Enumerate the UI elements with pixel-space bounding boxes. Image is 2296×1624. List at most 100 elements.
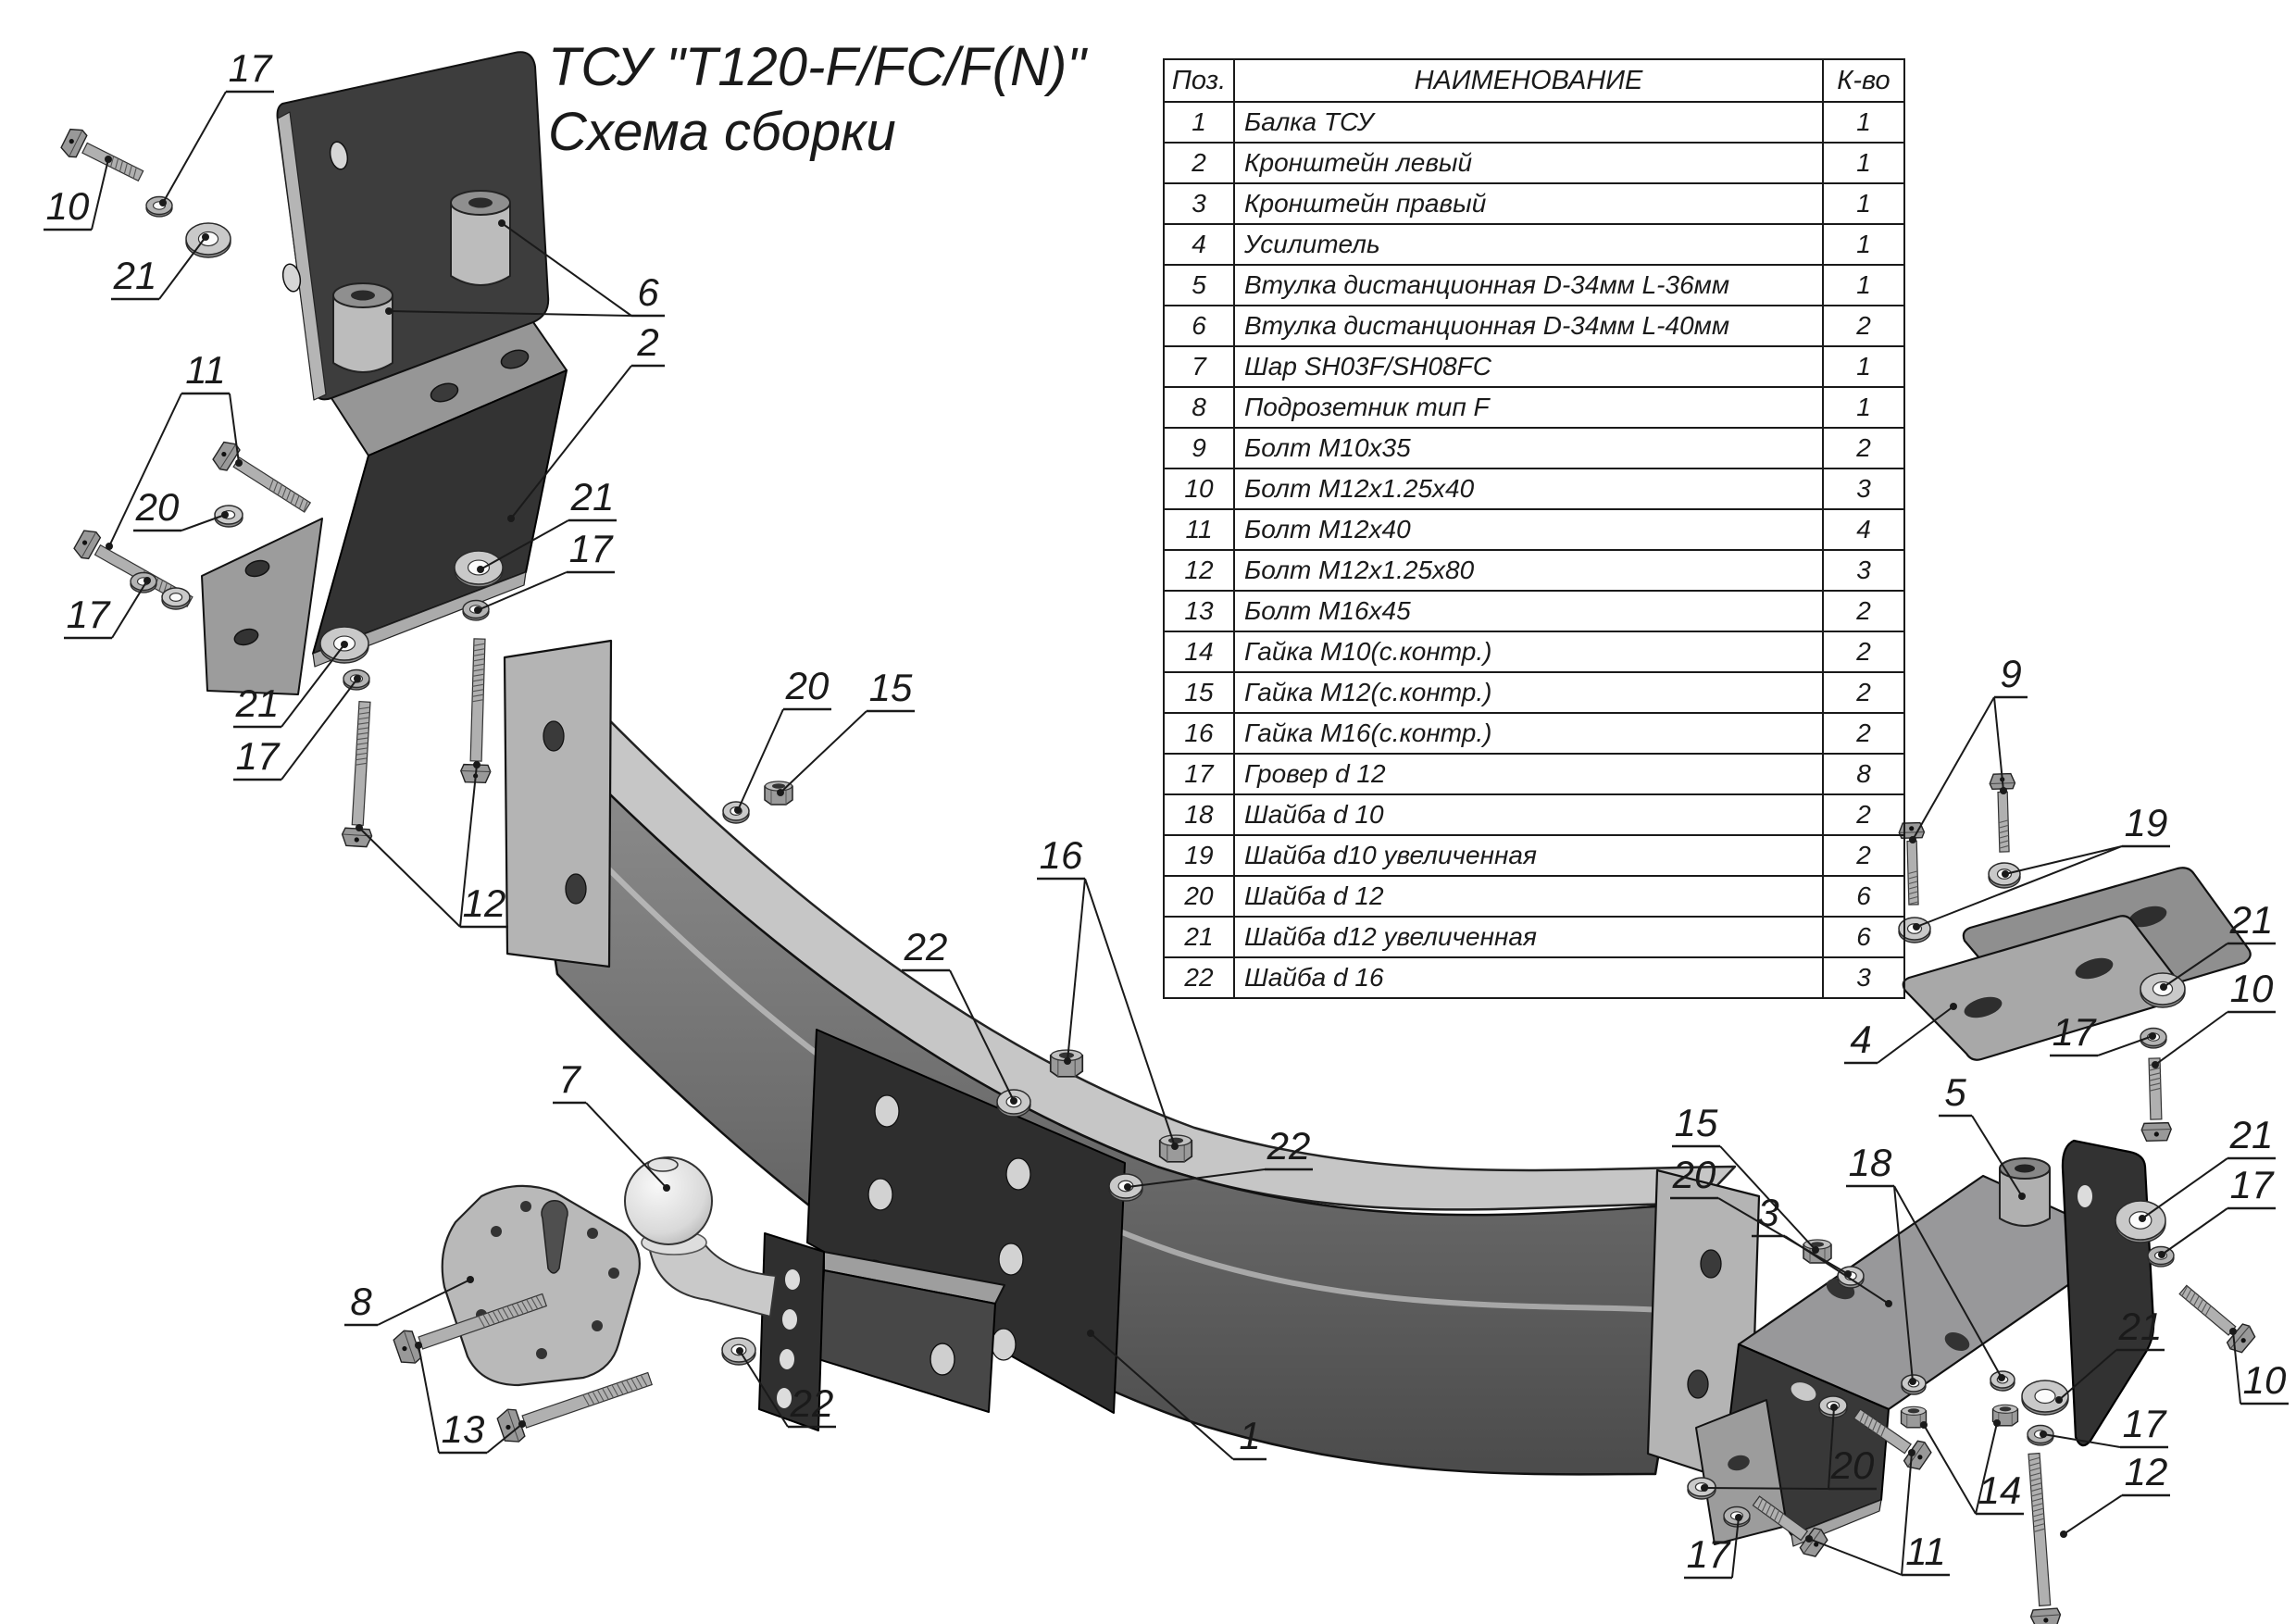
callout-number: 21 xyxy=(570,475,615,518)
callout-20: 20 xyxy=(1670,1153,1852,1278)
parts-table-cell: 7 xyxy=(1163,345,1235,388)
parts-table-cell: 8 xyxy=(1163,386,1235,429)
parts-table-cell: Гайка М10(с.контр.) xyxy=(1233,631,1824,673)
callout-number: 15 xyxy=(1675,1101,1718,1144)
parts-table-cell: Шайба d 16 xyxy=(1233,956,1824,999)
callout-number: 20 xyxy=(135,485,180,529)
parts-table-cell: 2 xyxy=(1822,793,1905,836)
callout-21: 21 xyxy=(2160,898,2276,991)
bolt xyxy=(2178,1284,2256,1354)
parts-table-cell: 8 xyxy=(1822,753,1905,795)
parts-table-cell: 2 xyxy=(1822,305,1905,347)
callout-number: 10 xyxy=(2230,967,2274,1010)
parts-table-cell: Втулка дистанционная D-34мм L-36мм xyxy=(1233,264,1824,306)
callout-number: 21 xyxy=(2229,898,2274,942)
left-bracket-part xyxy=(201,51,568,695)
callout-number: 21 xyxy=(2229,1113,2274,1156)
parts-table-cell: 16 xyxy=(1163,712,1235,755)
parts-table-cell: 6 xyxy=(1822,916,1905,958)
callout-13: 13 xyxy=(415,1342,526,1455)
callout-number: 22 xyxy=(790,1381,834,1425)
parts-table-cell: 1 xyxy=(1822,101,1905,144)
callout-21: 21 xyxy=(233,641,348,729)
drawing-title: ТСУ "Т120-F/FC/F(N)" xyxy=(548,37,1088,97)
parts-table-cell: 4 xyxy=(1822,508,1905,551)
callout-4: 4 xyxy=(1844,1003,1957,1065)
callout-number: 21 xyxy=(113,254,157,297)
parts-table-cell: Гайка М16(с.контр.) xyxy=(1233,712,1824,755)
parts-table-cell: 2 xyxy=(1822,427,1905,469)
header-qty: К-во xyxy=(1822,58,1905,103)
beam-part xyxy=(503,639,1761,1489)
header-pos: Поз. xyxy=(1163,58,1235,103)
callout-number: 21 xyxy=(2118,1305,2163,1348)
washer xyxy=(2021,1380,2069,1416)
parts-table-cell: 18 xyxy=(1163,793,1235,836)
socket-plate-part xyxy=(441,1184,641,1387)
callout-14: 14 xyxy=(1920,1419,2024,1516)
callout-number: 21 xyxy=(235,681,280,725)
parts-table-cell: 1 xyxy=(1163,101,1235,144)
parts-table-cell: 1 xyxy=(1822,345,1905,388)
callout-number: 17 xyxy=(236,734,281,778)
callout-number: 11 xyxy=(185,348,226,392)
callout-17: 17 xyxy=(64,577,151,640)
parts-table-cell: Шайба d10 увеличенная xyxy=(1233,834,1824,877)
reinforcement-plates-part xyxy=(1902,867,2252,1061)
callout-number: 17 xyxy=(67,593,111,636)
callout-10: 10 xyxy=(2152,967,2276,1068)
callout-number: 2 xyxy=(636,320,658,364)
parts-table-cell: 5 xyxy=(1163,264,1235,306)
callout-number: 20 xyxy=(1830,1443,1875,1487)
parts-table-cell: Кронштейн правый xyxy=(1233,182,1824,225)
callout-number: 15 xyxy=(869,666,913,709)
parts-table-cell: 2 xyxy=(1822,590,1905,632)
parts-table-cell: 6 xyxy=(1822,875,1905,918)
beam-left-end-plate xyxy=(503,639,613,968)
callout-15: 15 xyxy=(777,666,915,796)
callout-number: 17 xyxy=(2230,1163,2275,1206)
parts-table-cell: 2 xyxy=(1822,671,1905,714)
callout-number: 17 xyxy=(1687,1532,1731,1576)
parts-table-cell: 4 xyxy=(1163,223,1235,266)
callout-15: 15 xyxy=(1672,1101,1819,1254)
parts-table-cell: Усилитель xyxy=(1233,223,1824,266)
callout-number: 17 xyxy=(569,527,614,570)
callout-number: 5 xyxy=(1944,1070,1966,1114)
parts-table-cell: 19 xyxy=(1163,834,1235,877)
bolt xyxy=(60,128,144,182)
parts-table-cell: 20 xyxy=(1163,875,1235,918)
callout-number: 10 xyxy=(46,184,90,228)
parts-table-cell: 12 xyxy=(1163,549,1235,592)
callout-22: 22 xyxy=(1124,1124,1313,1191)
washer xyxy=(319,626,369,664)
callout-number: 17 xyxy=(2053,1010,2097,1054)
parts-table-cell: Втулка дистанционная D-34мм L-40мм xyxy=(1233,305,1824,347)
parts-table-cell: Болт М16х45 xyxy=(1233,590,1824,632)
parts-table-header-row: Поз. НАИМЕНОВАНИЕ К-во xyxy=(1163,58,1905,103)
callout-6: 6 xyxy=(385,219,665,318)
parts-table-cell: Шайба d 10 xyxy=(1233,793,1824,836)
callout-5: 5 xyxy=(1939,1070,2026,1200)
callout-18: 18 xyxy=(1846,1141,2005,1385)
callout-12: 12 xyxy=(356,761,508,929)
callout-16: 16 xyxy=(1037,833,1179,1150)
callout-number: 19 xyxy=(2125,801,2168,844)
callout-20: 20 xyxy=(734,664,831,814)
callout-21: 21 xyxy=(111,233,209,301)
washer xyxy=(161,587,191,610)
parts-table-cell: Балка ТСУ xyxy=(1233,101,1824,144)
